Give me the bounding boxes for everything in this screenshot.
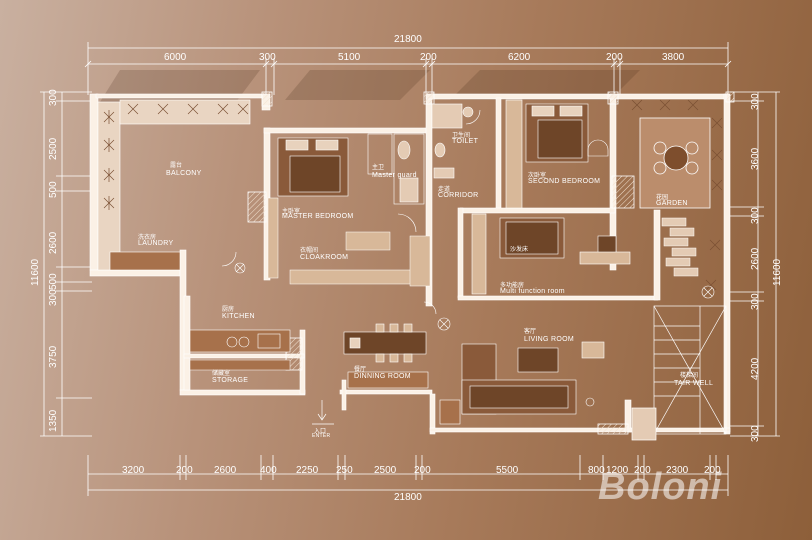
storage-shelf (189, 359, 291, 371)
bottom-dim-10: 800 (588, 465, 605, 476)
top-dim-6: 200 (606, 52, 623, 63)
decor-plants (234, 262, 715, 331)
left-dim-1: 300 (48, 89, 59, 106)
cloakroom-label-cn: 衣帽间 (300, 248, 319, 254)
dinning-label-cn: 餐厅 (354, 367, 367, 373)
right-dimension-lines (730, 91, 780, 437)
toilet-fixtures (431, 103, 474, 179)
top-total-dimension: 21800 (394, 34, 422, 45)
right-dim-2: 3600 (750, 147, 761, 170)
entrance-label-cn: 入口 (314, 429, 327, 435)
top-dim-3: 5100 (338, 52, 361, 63)
toilet-label-cn: 卫生间 (452, 133, 471, 139)
kitchen-label-cn: 厨房 (222, 307, 235, 313)
top-dim-4: 200 (420, 52, 437, 63)
laundry-label: LAUNDRY (138, 240, 174, 247)
left-dim-2: 2500 (48, 137, 59, 160)
bottom-dim-2: 200 (176, 465, 193, 476)
multi-function-label: Multi function room (500, 288, 565, 295)
left-total-dimension: 11600 (30, 258, 41, 286)
right-dim-6: 4200 (750, 357, 761, 380)
bottom-dim-9: 5500 (496, 465, 519, 476)
living-label-cn: 客厅 (524, 329, 537, 335)
bottom-total-dimension: 21800 (394, 492, 422, 503)
sofa-bed-label: 沙发床 (510, 247, 529, 253)
left-dimension-lines (40, 91, 92, 437)
master-bedroom-label: MASTER BEDROOM (282, 213, 354, 220)
bottom-dim-1: 3200 (122, 465, 145, 476)
left-dim-6: 300 (48, 289, 59, 306)
bottom-dim-8: 200 (414, 465, 431, 476)
corridor-label-cn: 走道 (438, 187, 451, 193)
stair-well (631, 305, 727, 441)
living-label: LIVING ROOM (524, 336, 574, 343)
master-bedroom-label-cn: 主卧室 (282, 209, 301, 215)
bottom-dim-14: 200 (704, 465, 721, 476)
right-total-dimension: 11600 (772, 258, 783, 286)
bottom-dim-11: 1200 (606, 465, 629, 476)
door-swings (221, 109, 481, 315)
multi-function-furniture (471, 213, 631, 295)
master-bed (277, 137, 349, 197)
bottom-dimension-lines (87, 455, 729, 496)
kitchen-furniture (189, 329, 291, 353)
garden-label: GARDEN (656, 200, 688, 207)
living-furniture (439, 341, 605, 425)
cloakroom-label: CLOAKROOM (300, 254, 349, 261)
laundry-label-cn: 洗衣房 (138, 235, 157, 241)
top-dim-5: 6200 (508, 52, 531, 63)
second-bed (505, 99, 609, 209)
bottom-dim-7: 2500 (374, 465, 397, 476)
second-bedroom-label: SECOND BEDROOM (528, 178, 601, 185)
wardrobe (267, 197, 431, 287)
bottom-dim-3: 2600 (214, 465, 237, 476)
second-bedroom-label-cn: 次卧室 (528, 173, 547, 179)
left-dim-3: 500 (48, 181, 59, 198)
stair-label: TAIR WELL (674, 380, 714, 387)
top-dimension-lines (84, 42, 732, 95)
garden-table (639, 117, 711, 209)
right-dim-5: 300 (750, 293, 761, 310)
top-dim-1: 6000 (164, 52, 187, 63)
left-dim-4: 2600 (48, 231, 59, 254)
kitchen-label: KITCHEN (222, 313, 255, 320)
right-dim-3: 300 (750, 207, 761, 224)
dinning-label: DINNING ROOM (354, 373, 411, 380)
master-bath (367, 133, 425, 205)
entrance-label: ENTER (312, 433, 331, 439)
storage-label-cn: 储藏室 (212, 371, 231, 377)
master-guard-label: Master guard (372, 172, 417, 179)
top-dim-7: 3800 (662, 52, 685, 63)
garden-label-cn: 花园 (656, 195, 669, 201)
entrance-marker (312, 400, 334, 425)
toilet-label: TOILET (452, 138, 479, 145)
bottom-dim-13: 2300 (666, 465, 689, 476)
top-dim-2: 300 (259, 52, 276, 63)
balcony-label-cn: 露台 (170, 163, 183, 169)
multi-function-label-cn: 多功能房 (500, 283, 525, 289)
storage-label: STORAGE (212, 377, 249, 384)
right-dim-1: 300 (750, 93, 761, 110)
bottom-dim-4: 400 (260, 465, 277, 476)
stair-label-cn: 楼梯间 (680, 373, 699, 379)
laundry-counter (109, 251, 181, 271)
bottom-dim-6: 250 (336, 465, 353, 476)
right-dim-4: 2600 (750, 247, 761, 270)
right-dim-7: 300 (750, 425, 761, 442)
left-dim-5: 500 (48, 273, 59, 290)
brand-logo: Boloni (598, 466, 723, 508)
garden-steps (661, 217, 699, 277)
balcony-planters (97, 99, 251, 271)
left-dim-7: 3750 (48, 345, 59, 368)
bottom-dim-5: 2250 (296, 465, 319, 476)
corridor-label: CORRIDOR (438, 192, 479, 199)
bottom-dim-12: 200 (634, 465, 651, 476)
master-guard-label-cn: 主卫 (372, 165, 385, 171)
plant-symbols (103, 99, 723, 291)
balcony-label: BALCONY (166, 170, 202, 177)
dining-table (343, 323, 429, 389)
left-dim-8: 1350 (48, 409, 59, 432)
